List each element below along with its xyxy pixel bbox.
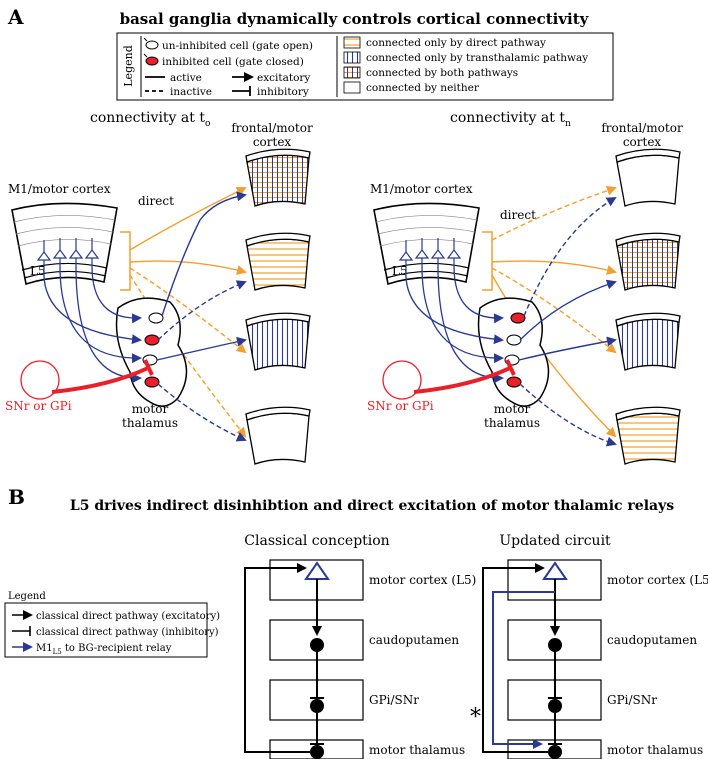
target-wedge-tn-3 (615, 312, 681, 371)
thal-label-tn-1: motor (494, 402, 531, 416)
target-label-tn-1: frontal/motor (601, 121, 683, 135)
target-wedge-t0-1 (245, 148, 311, 207)
thal-label-t0-2: thalamus (122, 416, 178, 430)
b-legend-heading: Legend (8, 591, 46, 602)
b-legend-inhibitory: classical direct pathway (inhibitory) (36, 627, 219, 638)
target-wedge-t0-2 (245, 232, 311, 291)
panel-b-title: L5 drives indirect disinhibtion and dire… (70, 498, 674, 514)
sn-label-t0: SNr or GPi (5, 399, 72, 413)
panel-a-letter: A (7, 5, 24, 29)
panel-a-title: basal ganglia dynamically controls corti… (120, 10, 590, 28)
legend-inhibitory: inhibitory (257, 86, 309, 98)
diagram-tn: connectivity at tn frontal/motor cortex … (367, 110, 683, 465)
legend-transthalamic-only: connected only by transthalamic pathway (366, 52, 588, 64)
sn-label-tn: SNr or GPi (367, 399, 434, 413)
swatch-both (343, 66, 361, 79)
thal-cell-t0-2 (144, 334, 160, 346)
b-legend-relay: M1L5 to BG-recipient relay (36, 643, 172, 656)
target-label-t0-2: cortex (253, 135, 292, 149)
source-label-t0: M1/motor cortex (8, 182, 111, 196)
swatch-neither (343, 81, 361, 94)
updated-title: Updated circuit (499, 533, 611, 549)
thal-cell-tn-4 (506, 376, 522, 388)
legend-neither: connected by neither (366, 82, 480, 94)
snr-gpi-t0 (20, 360, 60, 400)
target-wedge-t0-3 (245, 312, 311, 371)
thal-cell-tn-2 (506, 334, 522, 346)
classical-circuit: Classical conception motor cortex (L5) c… (244, 533, 476, 759)
target-wedge-tn-2 (615, 232, 681, 291)
source-cortex-tn (373, 202, 480, 286)
legend-excitatory: excitatory (257, 72, 310, 84)
target-wedge-tn-1 (615, 148, 681, 207)
classical-label-cortex: motor cortex (L5) (369, 573, 476, 587)
updated-circuit: Updated circuit * motor cortex (L5) caud… (470, 533, 708, 759)
swatch-direct-only (343, 36, 361, 49)
classical-title: Classical conception (244, 533, 389, 549)
thal-cell-t0-4 (144, 376, 160, 388)
source-cortex-t0 (11, 202, 118, 286)
snr-gpi-tn (382, 360, 422, 400)
classical-label-gpi: GPi/SNr (369, 693, 419, 707)
thal-cell-tn-1 (510, 312, 526, 324)
updated-label-caudoputamen: caudoputamen (607, 633, 697, 647)
direct-label-tn: direct (500, 208, 536, 222)
b-legend-excitatory: classical direct pathway (excitatory) (36, 611, 220, 622)
thal-cell-t0-1 (148, 312, 164, 324)
target-wedge-t0-4 (245, 406, 311, 465)
panel-b-letter: B (8, 485, 25, 509)
legend-inactive: inactive (170, 86, 212, 98)
legend-direct-only: connected only by direct pathway (366, 37, 546, 49)
legend-heading: Legend (122, 45, 135, 87)
panel-b-legend: Legend classical direct pathway (excitat… (4, 591, 220, 658)
thal-label-tn-2: thalamus (484, 416, 540, 430)
legend-both: connected by both pathways (366, 67, 518, 79)
target-label-t0-1: frontal/motor (231, 121, 313, 135)
heading-t0: connectivity at to (90, 110, 210, 129)
legend-uninhibited: un-inhibited cell (gate open) (162, 40, 313, 52)
legend-inhibited: inhibited cell (gate closed) (162, 56, 304, 68)
direct-label-t0: direct (138, 194, 174, 208)
updated-star: * (470, 705, 481, 730)
target-label-tn-2: cortex (623, 135, 662, 149)
panel-a-legend: Legend un-inhibited cell (gate open) inh… (116, 32, 614, 101)
source-label-tn: M1/motor cortex (370, 182, 473, 196)
inhibited-cell-icon (145, 56, 159, 66)
updated-label-thalamus: motor thalamus (607, 743, 703, 757)
swatch-transthalamic-only (343, 51, 361, 64)
classical-label-thalamus: motor thalamus (369, 743, 465, 757)
target-wedge-tn-4 (615, 406, 681, 465)
layer-label-t0: L5 (30, 264, 46, 278)
uninhibited-cell-icon (145, 40, 159, 50)
updated-label-cortex: motor cortex (L5) (607, 573, 708, 587)
legend-active: active (170, 72, 202, 84)
layer-label-tn: L5 (392, 264, 408, 278)
heading-tn: connectivity at tn (450, 110, 571, 129)
classical-label-caudoputamen: caudoputamen (369, 633, 459, 647)
diagram-t0: connectivity at to frontal/motor cortex … (5, 110, 313, 465)
thal-label-t0-1: motor (132, 402, 169, 416)
updated-label-gpi: GPi/SNr (607, 693, 657, 707)
